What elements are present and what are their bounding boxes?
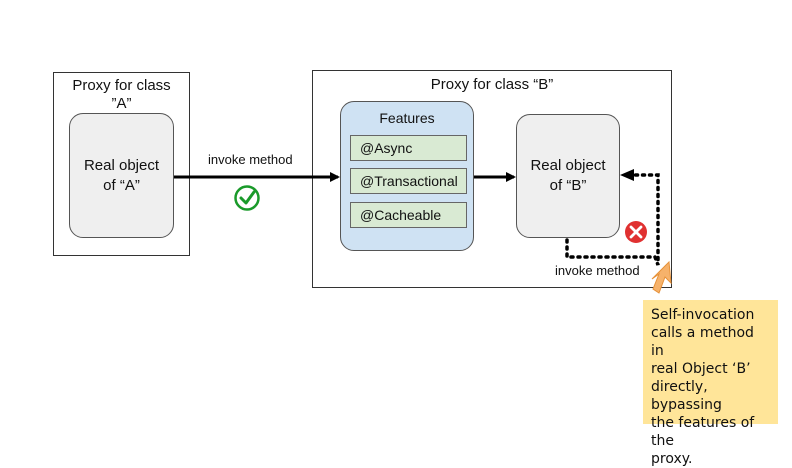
feature-transactional: @Transactional xyxy=(350,168,467,194)
callout-line-5: the features of the xyxy=(651,415,755,449)
connectors xyxy=(174,169,672,294)
proxy-a-title: Proxy for class ”A” xyxy=(54,77,189,113)
real-object-a-line1: Real object xyxy=(83,156,160,174)
real-object-b: Real object of “B” xyxy=(516,114,620,238)
self-invocation-arrowhead xyxy=(620,169,634,181)
callout-line-6: proxy. xyxy=(651,451,693,467)
proxy-a-title-line2: ”A” xyxy=(111,95,132,112)
callout-line-1: Self-invocation xyxy=(651,307,755,323)
real-object-b-line2: of “B” xyxy=(549,177,587,194)
callout-line-2: calls a method in xyxy=(651,325,754,359)
error-icon xyxy=(625,221,647,243)
callout-arrow-icon xyxy=(651,260,672,294)
real-object-a-line2: of “A” xyxy=(103,176,140,194)
feature-cacheable: @Cacheable xyxy=(350,202,467,228)
real-object-a: Real object of “A” xyxy=(69,113,174,238)
proxy-b-title: Proxy for class “B” xyxy=(430,76,554,93)
callout-line-4: directly, bypassing xyxy=(651,379,722,413)
invoke-method-label-top: invoke method xyxy=(208,152,293,167)
self-invocation-callout: Self-invocation calls a method in real O… xyxy=(643,300,778,467)
proxy-a-title-line1: Proxy for class xyxy=(72,77,171,94)
callout-line-3: real Object ‘B’ xyxy=(651,361,751,377)
self-invocation-dotted-line xyxy=(565,173,660,266)
check-icon xyxy=(234,185,260,211)
real-object-b-line1: Real object xyxy=(530,157,606,174)
invoke-method-label-bottom: invoke method xyxy=(555,263,640,278)
feature-async: @Async xyxy=(350,135,467,161)
features-title: Features xyxy=(379,110,435,126)
